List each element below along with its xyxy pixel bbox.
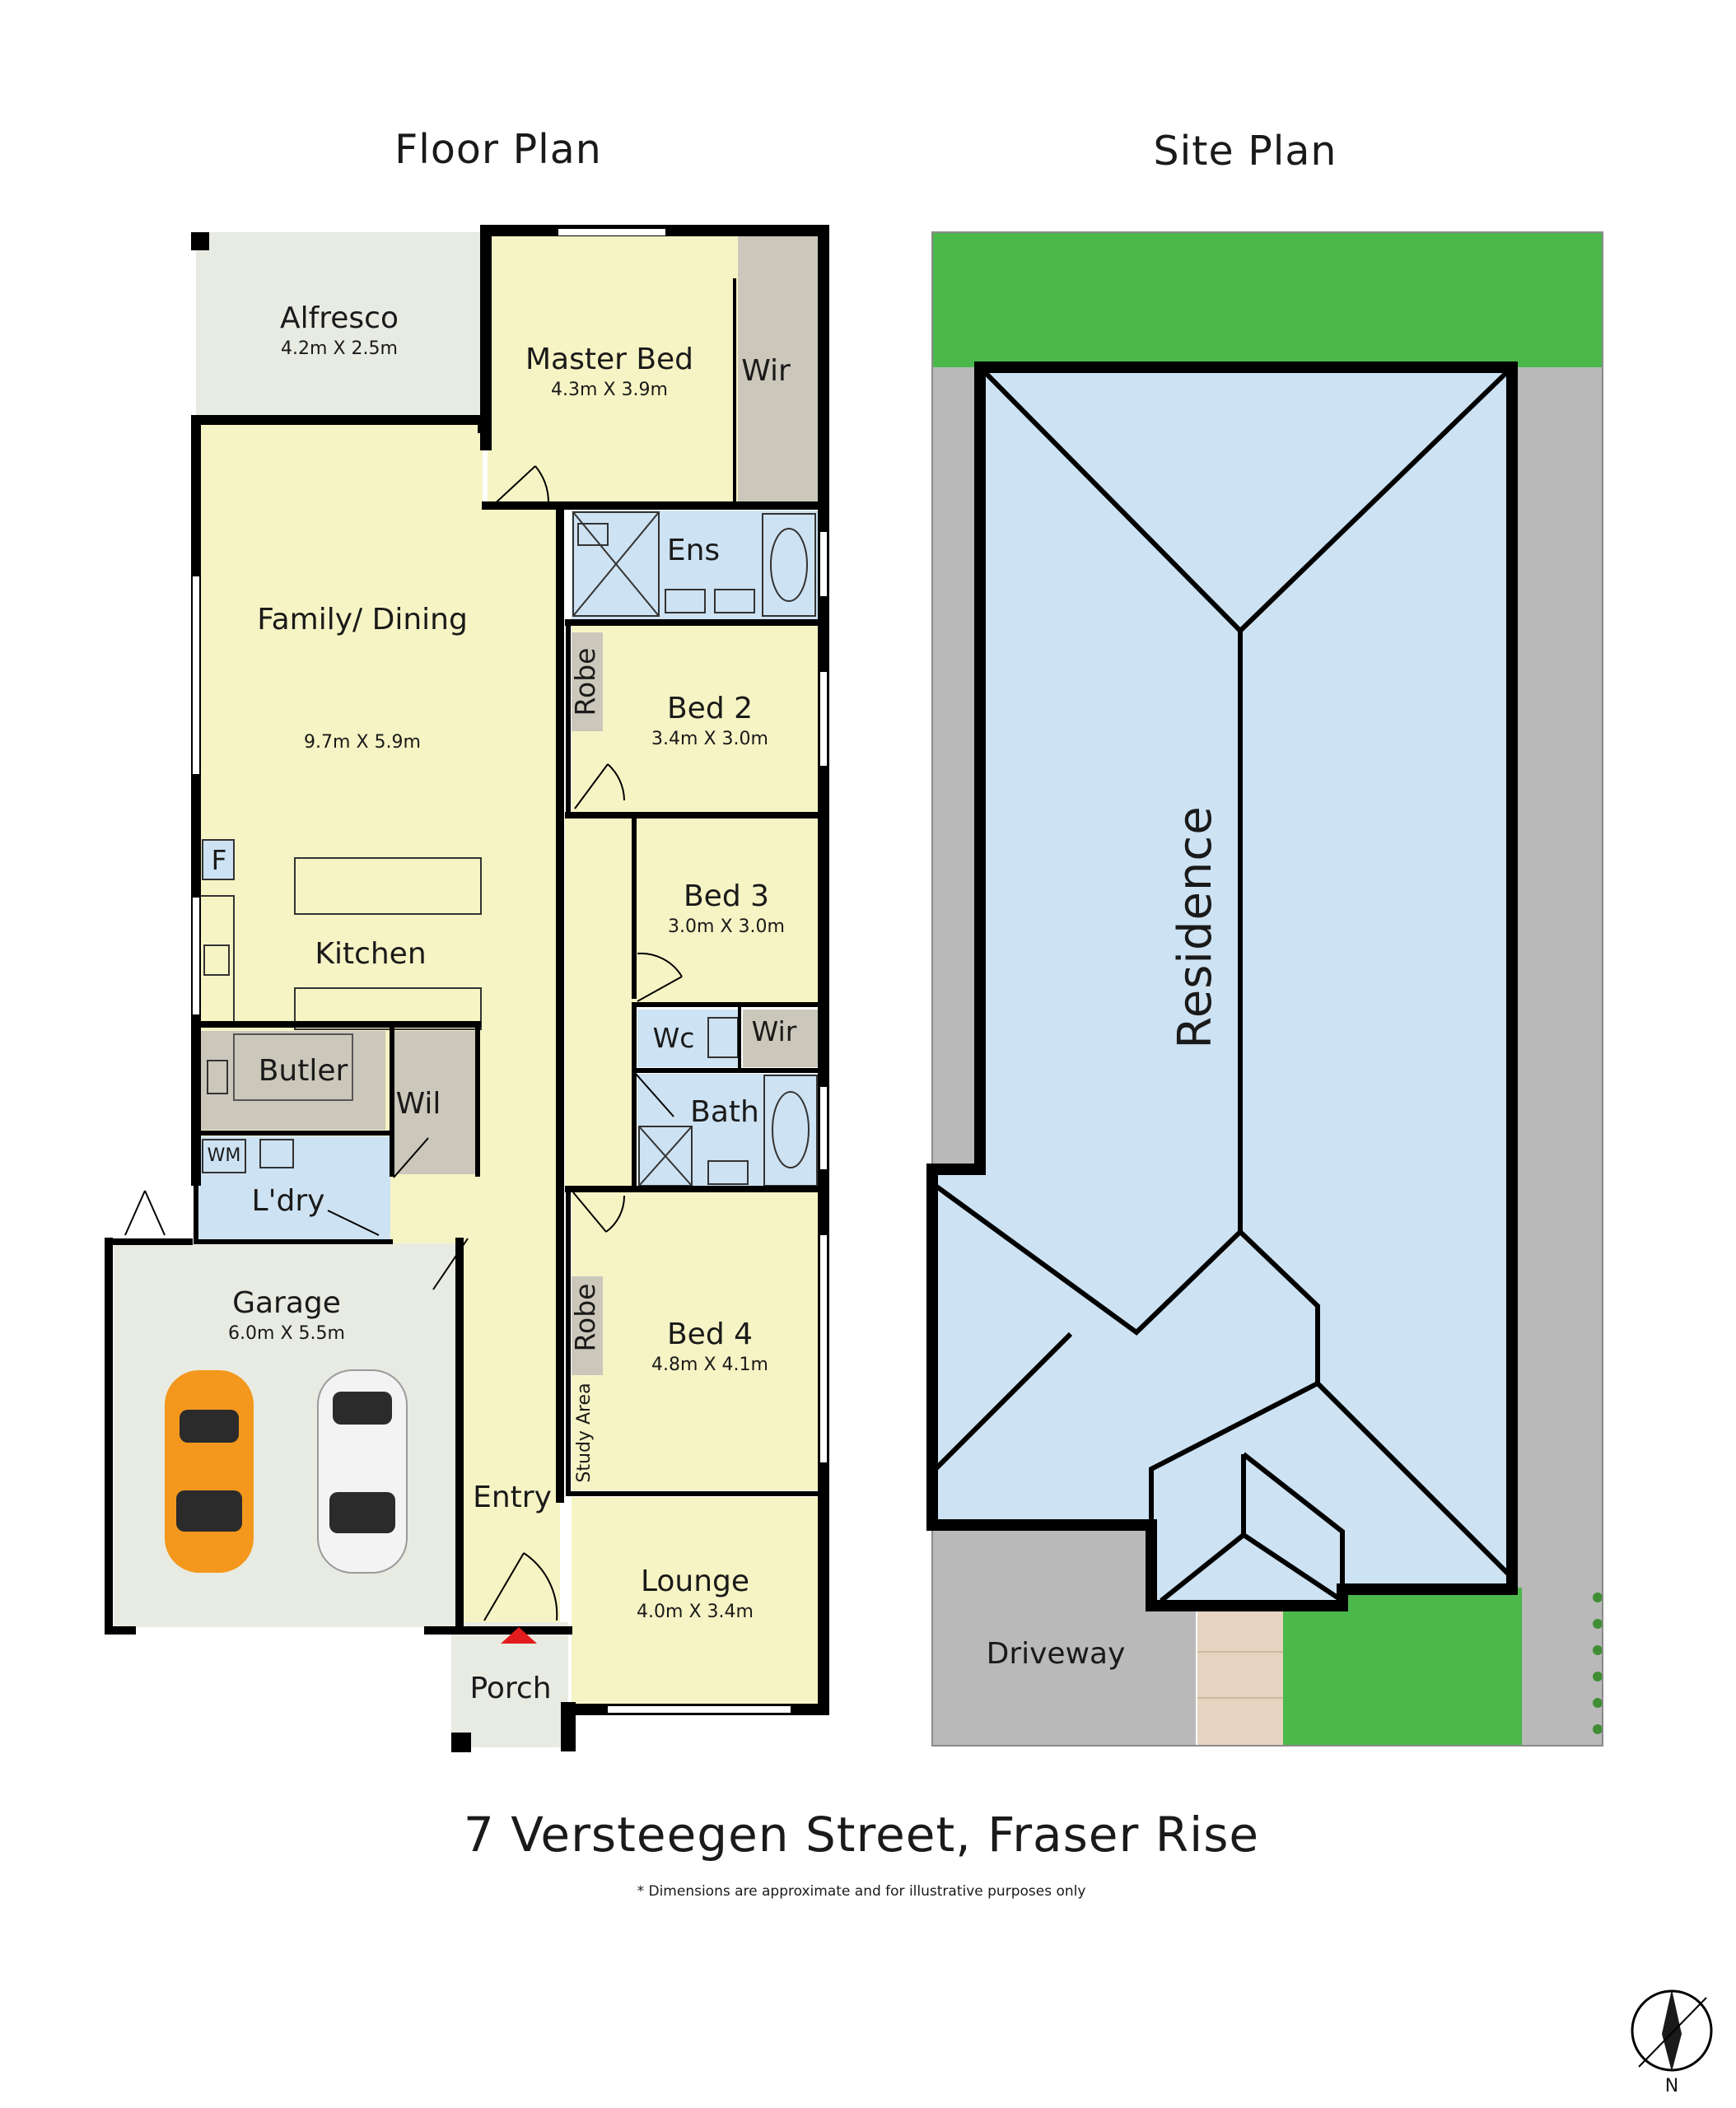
family-dining-label: Family/ Dining bbox=[257, 603, 468, 637]
entry-label: Entry bbox=[473, 1481, 552, 1514]
kitchen-label: Kitchen bbox=[315, 937, 426, 971]
ensuite-label: Ens bbox=[667, 534, 720, 567]
bed4-dims: 4.8m X 4.1m bbox=[651, 1355, 768, 1375]
rear-lawn bbox=[932, 232, 1603, 367]
master-bed-dims: 4.3m X 3.9m bbox=[551, 380, 668, 400]
bed4-robe-area bbox=[572, 1276, 603, 1375]
floor-plan-title: Floor Plan bbox=[394, 126, 602, 173]
study-area-fill bbox=[572, 1383, 603, 1487]
study-area-label: Study Area bbox=[574, 1383, 595, 1482]
windows bbox=[138, 229, 827, 1713]
master-wir-area bbox=[738, 236, 819, 502]
white-car-icon bbox=[317, 1369, 408, 1574]
wil-label: Wil bbox=[396, 1087, 441, 1121]
hedge-icon bbox=[1593, 1593, 1603, 1734]
bed3-dims: 3.0m X 3.0m bbox=[668, 916, 785, 937]
north-compass-icon bbox=[1631, 1989, 1713, 2072]
residence-roof bbox=[926, 361, 1518, 1611]
side-hardstand-right bbox=[1512, 367, 1603, 1746]
entry-marker-icon bbox=[501, 1627, 537, 1644]
ensuite-area bbox=[572, 511, 819, 619]
site-plan-title: Site Plan bbox=[1154, 128, 1337, 175]
hall-area bbox=[565, 818, 634, 1189]
residence-label: Residence bbox=[1169, 805, 1222, 1048]
wc-label: Wc bbox=[653, 1022, 695, 1054]
laundry-label: L'dry bbox=[252, 1184, 325, 1218]
bed2-robe-label: Robe bbox=[569, 648, 601, 716]
bath-area bbox=[637, 1074, 819, 1187]
garage-label: Garage bbox=[232, 1286, 341, 1320]
alfresco-dims: 4.2m X 2.5m bbox=[281, 338, 398, 359]
bed2-area bbox=[572, 626, 819, 812]
disclaimer-text: * Dimensions are approximate and for ill… bbox=[637, 1883, 1086, 1900]
porch-label: Porch bbox=[469, 1672, 551, 1705]
bed2-robe-area bbox=[572, 632, 603, 731]
lounge-label: Lounge bbox=[641, 1565, 749, 1598]
bed4-area bbox=[572, 1191, 819, 1490]
master-bed-label: Master Bed bbox=[525, 343, 693, 376]
alfresco-area bbox=[196, 232, 483, 415]
bed2-label: Bed 2 bbox=[667, 692, 753, 725]
hall-wir-area bbox=[743, 1010, 819, 1067]
front-lawn bbox=[1283, 1588, 1522, 1746]
wm-label: WM bbox=[208, 1145, 241, 1166]
butler-label: Butler bbox=[259, 1054, 348, 1088]
path-joints bbox=[1197, 1651, 1283, 1699]
bath-label: Bath bbox=[690, 1095, 759, 1129]
bed2-dims: 3.4m X 3.0m bbox=[651, 729, 768, 749]
bed4-robe-label: Robe bbox=[569, 1284, 601, 1352]
door-swings bbox=[124, 465, 683, 1621]
property-address: 7 Versteegen Street, Fraser Rise bbox=[464, 1807, 1259, 1863]
compass-north-label: N bbox=[1665, 2076, 1678, 2096]
wil-area bbox=[392, 1031, 478, 1174]
lounge-dims: 4.0m X 3.4m bbox=[637, 1602, 754, 1622]
front-path bbox=[1197, 1606, 1283, 1746]
floor-plan: Alfresco 4.2m X 2.5m Master Bed 4.3m X 3… bbox=[105, 225, 829, 1752]
master-bed-area bbox=[488, 236, 738, 502]
bed4-label: Bed 4 bbox=[667, 1318, 753, 1351]
alfresco-label: Alfresco bbox=[280, 301, 399, 335]
site-boundary bbox=[931, 231, 1603, 1747]
hall-wir-label: Wir bbox=[752, 1015, 797, 1047]
orange-car-icon bbox=[165, 1370, 254, 1573]
bed3-area bbox=[634, 818, 819, 1005]
driveway-label: Driveway bbox=[987, 1637, 1126, 1671]
fridge-label: F bbox=[212, 844, 227, 876]
lounge-area bbox=[572, 1497, 819, 1706]
site-plan: Residence Driveway bbox=[926, 231, 1603, 1747]
bed3-label: Bed 3 bbox=[684, 879, 769, 913]
roof-ridges bbox=[933, 365, 1514, 1603]
garage-dims: 6.0m X 5.5m bbox=[228, 1323, 345, 1344]
master-wir-label: Wir bbox=[741, 354, 791, 388]
room-labels: Alfresco 4.2m X 2.5m Master Bed 4.3m X 3… bbox=[208, 301, 797, 1705]
family-dining-dims: 9.7m X 5.9m bbox=[304, 732, 421, 753]
